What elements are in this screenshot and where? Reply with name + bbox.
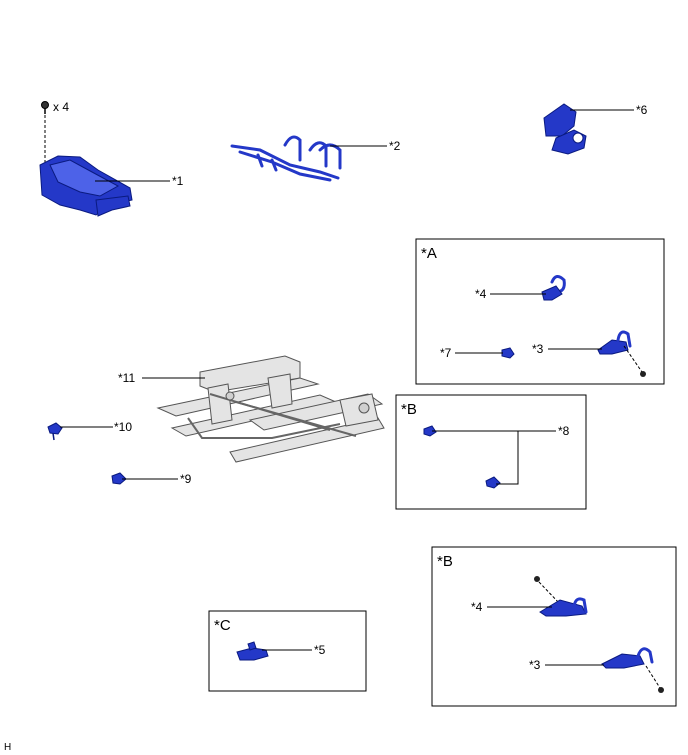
callout-label: *4 [471, 600, 483, 614]
detail-box-c [208, 610, 367, 692]
bolt-dash-line [538, 581, 561, 605]
callout-label: *5 [314, 643, 326, 657]
callout-label: *6 [636, 103, 648, 117]
callout-label: *8 [558, 424, 570, 438]
a-part-3 [597, 330, 632, 355]
callout-label: *10 [114, 420, 132, 434]
callout-label: *11 [118, 371, 135, 385]
b-part-8-clip [423, 425, 437, 437]
callout-label: *3 [532, 342, 544, 356]
detail-box-b-lower [431, 546, 677, 707]
callout-label: *9 [180, 472, 192, 486]
seat-cushion-pan-part [39, 155, 133, 217]
figure-code: H [4, 742, 11, 753]
detail-box-label: *B [437, 553, 453, 570]
a-part-4 [541, 275, 566, 301]
b-part-8-clip [485, 476, 501, 489]
a-part-7 [501, 347, 515, 359]
callout-label: *1 [172, 174, 184, 188]
bracket-part [543, 103, 587, 155]
b-part-3 [601, 647, 654, 669]
callout-label: *3 [529, 658, 541, 672]
callout-label: *2 [389, 139, 401, 153]
bolt-icon [41, 101, 49, 114]
b-part-4 [539, 597, 588, 617]
detail-box-b-upper [395, 394, 587, 510]
bolt-quantity: x 4 [53, 100, 69, 114]
wire-spring-part [230, 135, 342, 182]
bolt-dash-line [645, 665, 661, 689]
bolt-dash-line [623, 345, 643, 373]
callout-label: *4 [475, 287, 487, 301]
c-part-5 [236, 641, 269, 661]
part-9-clip [111, 472, 127, 485]
detail-box-label: *B [401, 401, 417, 418]
part-10-clip [47, 422, 63, 441]
detail-box-a [415, 238, 665, 385]
bolt-icon [534, 576, 540, 582]
bolt-icon [658, 687, 664, 693]
bolt-icon [640, 371, 646, 377]
leader-line [496, 431, 519, 485]
detail-box-label: *A [421, 245, 437, 262]
seat-adjuster-frame-part [156, 355, 385, 463]
detail-box-label: *C [214, 617, 231, 634]
callout-label: *7 [440, 346, 452, 360]
